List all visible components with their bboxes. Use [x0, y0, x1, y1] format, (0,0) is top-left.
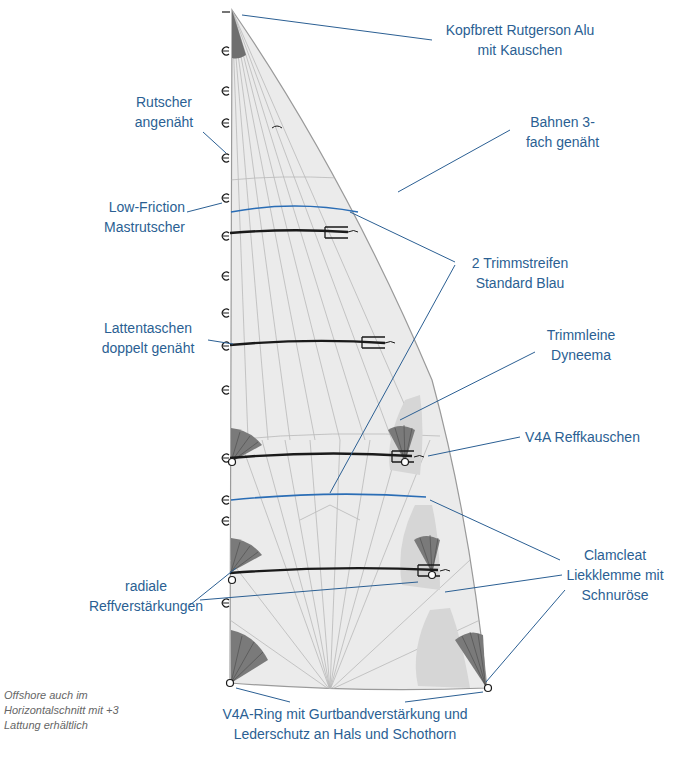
callout-label: Lattentaschen doppelt genäht	[92, 318, 204, 358]
callout-label: 2 Trimmstreifen Standard Blau	[458, 253, 582, 293]
trim-strips	[231, 206, 426, 500]
rings	[227, 459, 492, 692]
headboard	[232, 10, 246, 59]
callout-label: Low-Friction Mastrutscher	[70, 197, 185, 237]
battens	[230, 126, 450, 576]
fan-lines	[231, 425, 486, 687]
sail-panels	[230, 10, 480, 690]
callout-label: Clamcleat Liekklemme mit Schnuröse	[566, 545, 664, 605]
callout-label: Kopfbrett Rutgerson Alu mit Kauschen	[440, 20, 600, 60]
callout-label: Rutscher angenäht	[118, 92, 210, 132]
footnote: Offshore auch im Horizontalschnitt mit +…	[4, 688, 122, 733]
callout-label: Bahnen 3-fach genäht	[518, 112, 607, 152]
callout-label: Trimmleine Dyneema	[535, 325, 627, 365]
callout-label: V4A Reffkauschen	[525, 427, 675, 447]
callout-label: V4A-Ring mit Gurtbandverstärkung und Led…	[222, 704, 468, 744]
mast-slides	[222, 12, 230, 607]
sail-body	[230, 10, 487, 690]
callout-label: radiale Reffverstärkungen	[82, 576, 210, 616]
leader-lines	[187, 15, 565, 702]
reef-reinforcements	[231, 426, 486, 687]
